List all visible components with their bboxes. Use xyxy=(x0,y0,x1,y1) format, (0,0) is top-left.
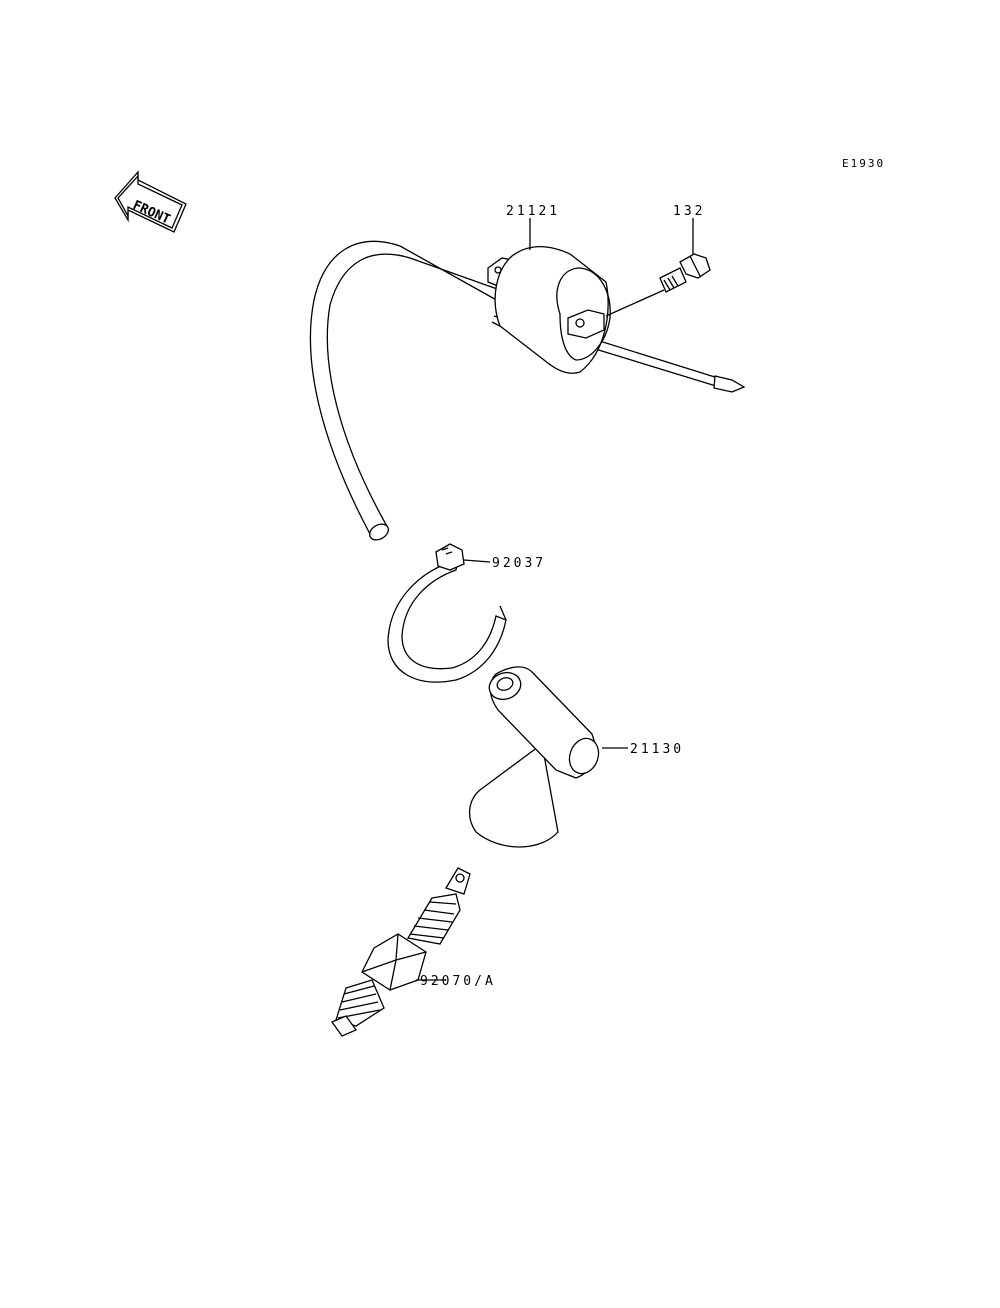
front-arrow-icon: FRONT xyxy=(114,170,187,233)
spark-plug: 92070/A xyxy=(331,867,496,1037)
ignition-coil: 21121 xyxy=(309,204,746,541)
part-label-92070-a: 92070/A xyxy=(420,974,496,989)
diagram-code: E1930 xyxy=(842,157,885,170)
band: 92037 xyxy=(387,543,546,683)
part-label-132: 132 xyxy=(673,204,705,219)
part-label-21130: 21130 xyxy=(630,742,684,757)
part-label-21121: 21121 xyxy=(506,204,560,219)
bolt: 132 xyxy=(605,204,711,317)
part-label-92037: 92037 xyxy=(492,556,546,571)
plug-cap: 21130 xyxy=(469,666,684,848)
